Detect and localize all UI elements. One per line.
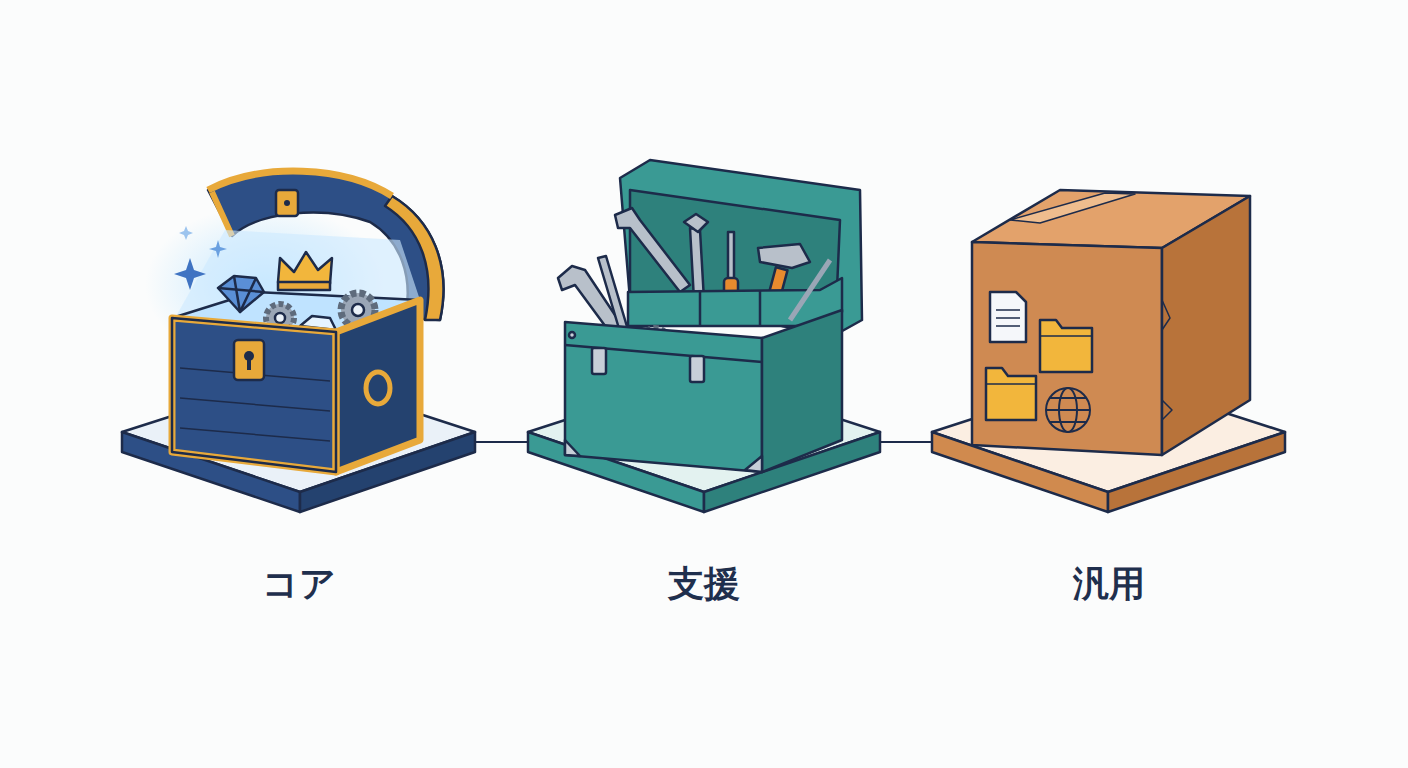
tier-label: コア	[122, 562, 475, 605]
sparkle	[174, 226, 227, 290]
folder-icon	[986, 368, 1036, 420]
tier-label: 支援	[528, 562, 880, 605]
folder-icon	[1040, 320, 1092, 372]
treasure-chest	[145, 171, 443, 472]
connector-line	[475, 441, 528, 443]
tier-label: 汎用	[932, 562, 1285, 605]
latch	[592, 348, 704, 382]
tier-node: 汎用	[932, 150, 1285, 630]
gem	[218, 276, 264, 312]
wrench	[615, 208, 708, 300]
toolbox	[558, 160, 862, 472]
tier-node: コア	[122, 150, 475, 630]
crown	[278, 252, 332, 290]
cardboard-box	[972, 190, 1250, 455]
tier-node: 支援	[528, 150, 880, 630]
globe-icon	[1046, 388, 1090, 432]
connector-line	[880, 441, 932, 443]
document-icon	[990, 292, 1026, 342]
